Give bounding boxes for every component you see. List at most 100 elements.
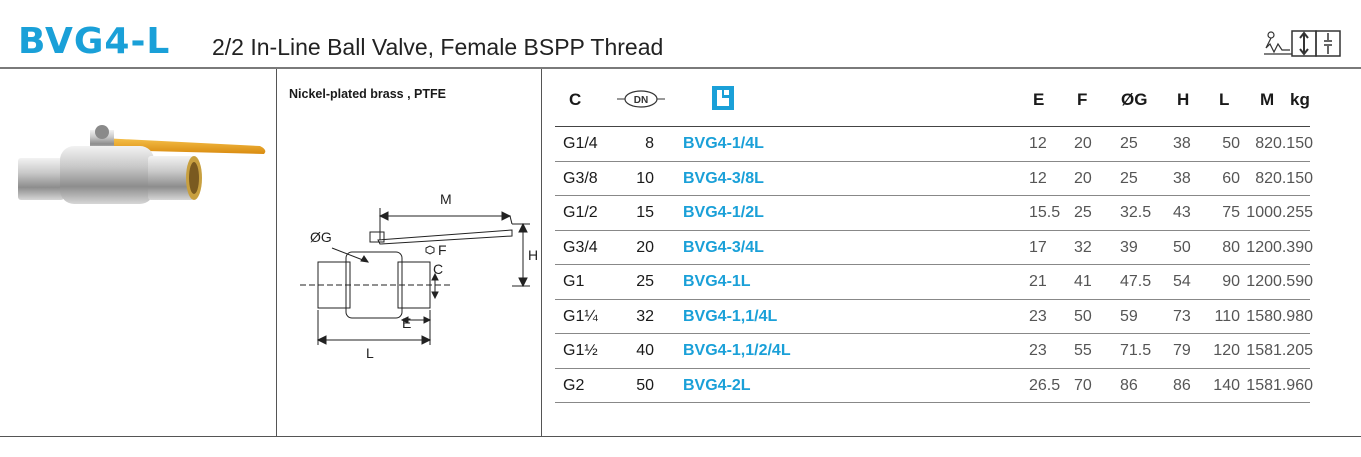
cell-part[interactable]: BVG4-1/2L: [683, 204, 764, 221]
cell-part[interactable]: BVG4-3/4L: [683, 238, 764, 256]
cell-part[interactable]: BVG4-1,1/2/4L: [683, 342, 791, 359]
cell-c: G1: [563, 273, 585, 290]
cell-kg: 0.150: [1272, 169, 1313, 187]
cell-l: 80: [1222, 238, 1240, 256]
dim-label-c: C: [433, 261, 443, 277]
dim-label-l: L: [366, 345, 374, 360]
cell-m: 82: [1255, 135, 1273, 152]
col-header-kg: kg: [1290, 90, 1310, 109]
cell-e: 17: [1029, 238, 1047, 256]
cell-h: 43: [1173, 204, 1191, 221]
cell-c: G1/2: [563, 204, 598, 221]
cell-h: 38: [1173, 169, 1191, 187]
col-header-m: M: [1260, 90, 1275, 109]
cell-h: 54: [1173, 273, 1191, 290]
cell-h: 79: [1173, 342, 1191, 359]
cell-part[interactable]: BVG4-1L: [683, 273, 751, 290]
col-header-l: L: [1219, 90, 1230, 109]
cell-part[interactable]: BVG4-3/8L: [683, 169, 764, 187]
cell-e: 26.5: [1029, 376, 1061, 394]
cell-dn: 25: [636, 273, 654, 290]
cell-g: 86: [1120, 376, 1138, 394]
catalog-code-icon: [712, 86, 734, 110]
cell-g: 25: [1120, 169, 1138, 187]
cell-m: 158: [1246, 342, 1273, 359]
cell-dn: 20: [636, 238, 654, 256]
bottom-rule: [0, 436, 1361, 437]
spec-table: C DN E F ØG H L M kg G1/4 8 BVG4-1/4L 12 20 2…: [555, 82, 1313, 403]
dn-icon: DN: [617, 90, 665, 108]
column-divider: [276, 69, 277, 436]
material-label: Nickel-plated brass , PTFE: [289, 87, 446, 101]
cell-m: 158: [1246, 376, 1273, 394]
cell-kg: 0.150: [1272, 135, 1313, 152]
cell-dn: 10: [636, 169, 654, 187]
cell-l: 110: [1214, 307, 1240, 325]
product-code: BVG4-L: [18, 21, 171, 62]
cell-kg: 0.590: [1272, 273, 1313, 290]
cell-f: 41: [1074, 273, 1092, 290]
cell-dn: 32: [636, 307, 654, 325]
cell-m: 120: [1246, 238, 1273, 256]
cell-g: 71.5: [1120, 342, 1152, 359]
cell-l: 90: [1222, 273, 1240, 290]
dim-label-m: M: [440, 191, 452, 207]
cell-e: 21: [1029, 273, 1047, 290]
table-header-row: C DN E F ØG H L M kg: [555, 82, 1310, 127]
cell-m: 158: [1246, 307, 1273, 325]
dim-label-g: ØG: [310, 229, 332, 245]
col-header-c: C: [569, 90, 582, 109]
cell-h: 73: [1173, 307, 1191, 325]
dimension-drawing: M H ØG F C E L: [300, 191, 538, 360]
dim-label-h: H: [528, 247, 538, 263]
cell-h: 38: [1173, 135, 1191, 152]
cell-c: G1¼: [563, 307, 598, 325]
cell-f: 20: [1074, 135, 1092, 152]
cell-e: 15.5: [1029, 204, 1061, 221]
cell-kg: 0.255: [1272, 204, 1313, 221]
cell-dn: 40: [636, 342, 654, 359]
cell-g: 25: [1120, 135, 1138, 152]
cell-l: 120: [1213, 342, 1240, 359]
cell-e: 12: [1029, 169, 1047, 187]
header-rule: [0, 67, 1361, 69]
cell-c: G1/4: [563, 135, 598, 152]
cell-dn: 15: [636, 204, 654, 221]
cell-m: 82: [1255, 169, 1273, 187]
cell-f: 20: [1074, 169, 1092, 187]
cell-kg: 0.390: [1272, 238, 1313, 256]
cell-part[interactable]: BVG4-2L: [683, 376, 751, 394]
cell-kg: 1.960: [1272, 376, 1313, 394]
cell-g: 32.5: [1120, 204, 1152, 221]
product-subtitle: 2/2 In-Line Ball Valve, Female BSPP Thre…: [212, 34, 664, 60]
col-header-h: H: [1177, 90, 1190, 109]
cell-kg: 1.205: [1272, 342, 1313, 359]
cell-g: 47.5: [1120, 273, 1152, 290]
cell-dn: 8: [645, 135, 654, 152]
cell-part[interactable]: BVG4-1,1/4L: [683, 307, 778, 325]
cell-e: 12: [1029, 135, 1047, 152]
ball-valve-symbol-icon: [1264, 30, 1341, 57]
cell-h: 50: [1173, 238, 1191, 256]
cell-l: 60: [1222, 169, 1240, 187]
cell-f: 55: [1074, 342, 1092, 359]
cell-part[interactable]: BVG4-1/4L: [683, 135, 764, 152]
cell-l: 50: [1222, 135, 1240, 152]
cell-h: 86: [1173, 376, 1191, 394]
page-header: BVG4-L 2/2 In-Line Ball Valve, Female BS…: [0, 0, 1361, 72]
cell-m: 100: [1246, 204, 1273, 221]
cell-l: 140: [1213, 376, 1240, 394]
column-divider: [541, 69, 542, 436]
cell-g: 59: [1120, 307, 1138, 325]
cell-c: G2: [563, 376, 585, 394]
dim-label-e: E: [402, 315, 411, 331]
cell-f: 32: [1074, 238, 1092, 256]
